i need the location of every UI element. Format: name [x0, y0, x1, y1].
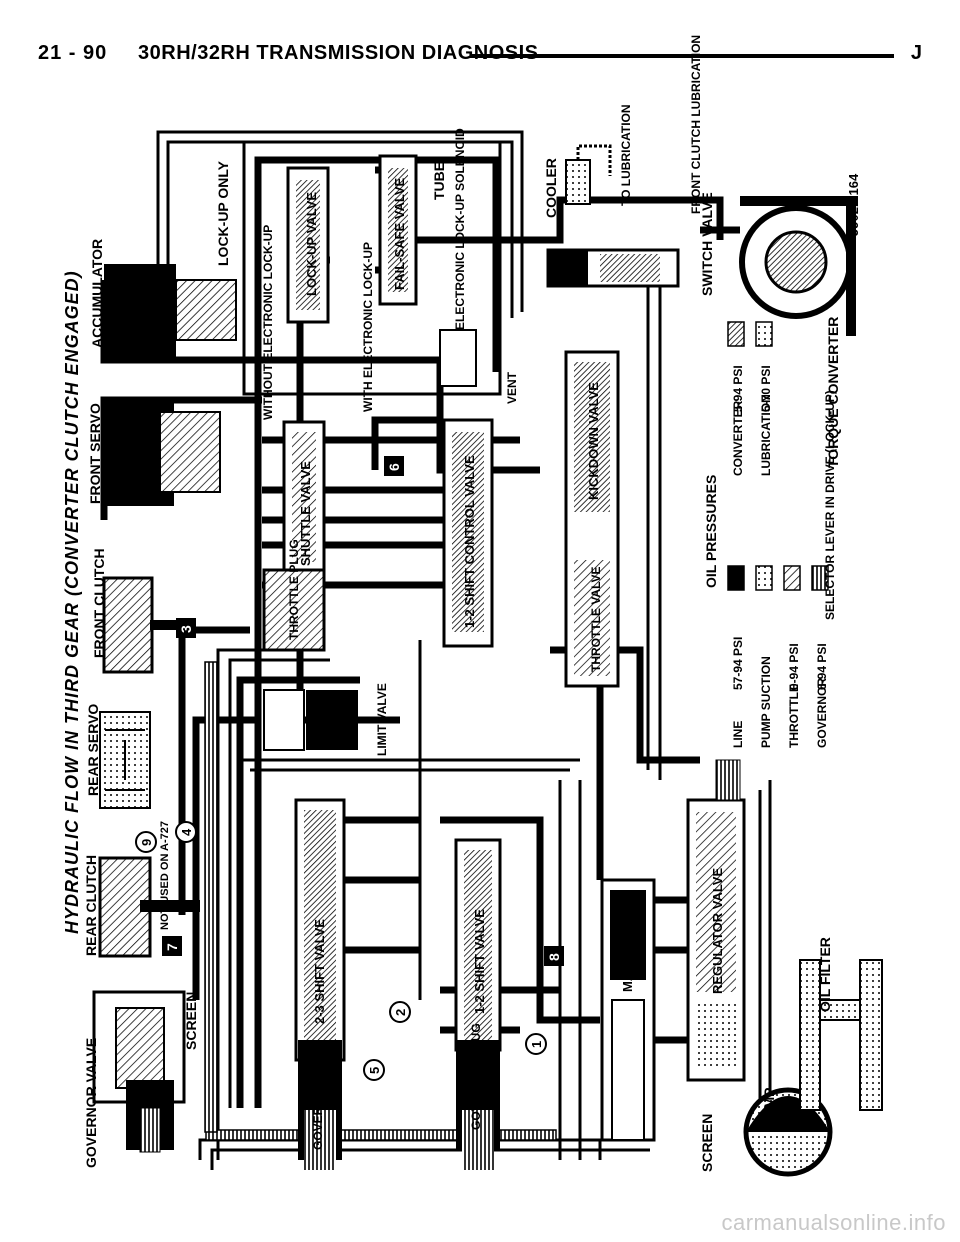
box-number-label: 6 [386, 463, 402, 471]
page-header: 21 - 90 30RH/32RH TRANSMISSION DIAGNOSIS… [38, 40, 922, 72]
section-title: 30RH/32RH TRANSMISSION DIAGNOSIS [138, 42, 539, 64]
label-regulator-valve: REGULATOR VALVE [710, 868, 725, 994]
circle-number-9 [135, 831, 157, 853]
page-number: 21 - 90 [38, 42, 108, 64]
label-throttle-valve: THROTTLE VALVE [589, 566, 603, 672]
label-screen-lower: SCREEN [699, 1114, 715, 1172]
lockup-valves [286, 154, 477, 387]
label-torque-converter: TORQUE CONVERTER [825, 317, 841, 468]
label-manual-valve: MANUAL VALVE [620, 891, 635, 992]
component-shapes [92, 264, 237, 1153]
figure-title: HYDRAULIC FLOW IN THIRD GEAR (CONVERTER … [62, 270, 82, 934]
legend-label: THROTTLE [787, 684, 801, 748]
label-lockup-valve: LOCK-UP VALVE [304, 192, 319, 296]
figure-id: J9021-164 [846, 173, 861, 236]
label-tube: TUBE [431, 162, 447, 200]
label-to-lubrication: TO LUBRICATION [619, 104, 633, 206]
label-governor-plug-a: GOVERNOR PLUG [311, 1043, 325, 1150]
section-mark: J [910, 42, 922, 64]
label-front-clutch: FRONT CLUTCH [91, 548, 107, 658]
governor-line [205, 1129, 557, 1141]
legend-swatch-hatch-dense [727, 321, 745, 347]
label-shift-12-valve: 1-2 SHIFT VALVE [472, 909, 487, 1014]
legend-swatches [727, 321, 829, 591]
label-limit-valve: LIMIT VALVE [375, 683, 389, 756]
legend-heading: OIL PRESSURES [703, 475, 719, 588]
hydraulic-lines [100, 130, 772, 1170]
label-throttle-plug: THROTTLE PLUG [287, 539, 301, 640]
legend-swatch-hatch-light [783, 565, 801, 591]
label-electronic-lockup-solenoid: ELECTRONIC LOCK-UP SOLENOID [453, 128, 467, 330]
legend-value: 57-94 PSI [731, 637, 745, 690]
label-rear-clutch: REAR CLUTCH [83, 855, 99, 956]
legend-swatch-dotted [755, 565, 773, 591]
label-governor-plug-b: GOVERNOR PLUG [469, 1023, 483, 1130]
label-failsafe-valve: FAIL-SAFE VALVE [392, 177, 407, 290]
legend-swatch-solid [727, 565, 745, 591]
watermark: carmanualsonline.info [721, 1210, 946, 1235]
pump-filter [743, 959, 883, 1177]
circle-number-label: 5 [367, 1067, 382, 1074]
legend-value: 6-94 PSI [815, 643, 829, 690]
box-number-label: 3 [178, 625, 194, 633]
circle-number-label: 4 [179, 828, 194, 836]
legend-label: CONVERTER [731, 400, 745, 476]
circle-number-5 [363, 1059, 385, 1081]
label-without-electronic-lockup: WITHOUT ELECTRONIC LOCK-UP [261, 225, 275, 420]
circle-number-label: 9 [139, 839, 154, 846]
lockup-module-box [242, 140, 502, 396]
label-front-servo: FRONT SERVO [87, 403, 103, 504]
legend-selector-note: SELECTOR LEVER IN DRIVE (LOCK-UP) [823, 390, 837, 620]
label-not-used: NOT USED ON A-727 [159, 821, 171, 930]
box-number-6 [384, 456, 404, 476]
legend-swatch-dot-fine [755, 321, 773, 347]
label-kickdown-valve: KICKDOWN VALVE [586, 382, 601, 500]
circle-number-label: 2 [393, 1009, 408, 1016]
label-shuttle-valve: SHUTTLE VALVE [298, 461, 313, 566]
label-pump: PUMP [761, 1088, 777, 1128]
label-shift-23-valve: 2-3 SHIFT VALVE [312, 919, 327, 1024]
circle-number-label: 1 [529, 1041, 544, 1048]
box-number-7 [162, 936, 182, 956]
circle-number-4 [175, 821, 197, 843]
legend-label: PUMP SUCTION [759, 656, 773, 748]
label-rear-servo: REAR SERVO [85, 704, 101, 796]
legend-label: LUBRICATION [759, 394, 773, 476]
box-number-8 [544, 946, 564, 966]
legend-label: GOVERNOR [815, 678, 829, 748]
legend-swatch-vertical-lines [811, 565, 829, 591]
governor-line-vertical [204, 661, 218, 1133]
label-oil-filter: OIL FILTER [817, 937, 833, 1012]
label-lockup-only: LOCK-UP ONLY [215, 160, 231, 266]
label-accumulator: ACCUMULATOR [89, 239, 105, 348]
legend-value: 5-70 PSI [759, 365, 773, 412]
box-number-label: 8 [546, 953, 562, 961]
right-components [546, 144, 858, 336]
box-number-label: 7 [164, 943, 180, 951]
central-valves [262, 350, 746, 1170]
label-vent: VENT [505, 371, 519, 404]
label-front-clutch-lubrication: FRONT CLUTCH LUBRICATION [689, 35, 703, 214]
label-cooler: COOLER [543, 158, 559, 218]
legend-value: 0-94 PSI [787, 643, 801, 690]
circle-number-1 [525, 1033, 547, 1055]
legend-value: 5-94 PSI [731, 365, 745, 412]
label-with-electronic-lockup: WITH ELECTRONIC LOCK-UP [361, 242, 375, 412]
box-number-3 [176, 618, 196, 638]
label-shift-control-valve: 1-2 SHIFT CONTROL VALVE [462, 455, 477, 628]
label-governor-valve: GOVERNOR VALVE [83, 1038, 99, 1168]
header-rule [470, 54, 894, 58]
legend-label: LINE [731, 721, 745, 748]
label-switch-valve: SWITCH VALVE [699, 192, 715, 296]
label-screen-upper: SCREEN [183, 992, 199, 1050]
circle-number-2 [389, 1001, 411, 1023]
